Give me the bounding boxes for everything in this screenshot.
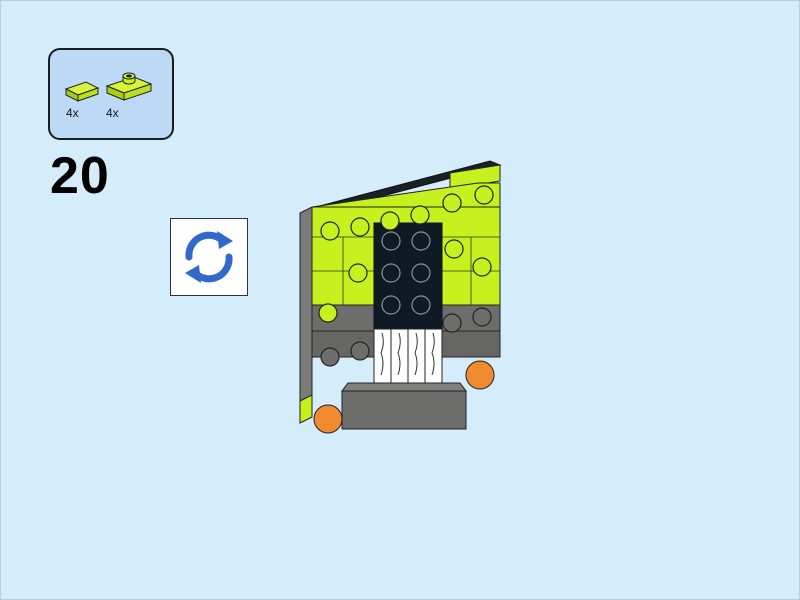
rotate-icon — [185, 231, 233, 283]
model-assembly — [299, 160, 502, 434]
step-number: 20 — [50, 147, 110, 205]
part-quantity: 4x — [66, 106, 79, 120]
rotate-indicator — [170, 218, 248, 296]
tile-1x2-icon — [64, 81, 100, 102]
part-quantity: 4x — [106, 106, 119, 120]
jumper-plate-1x2-icon — [105, 72, 153, 101]
parts-callout: 4x 4x — [48, 48, 174, 140]
